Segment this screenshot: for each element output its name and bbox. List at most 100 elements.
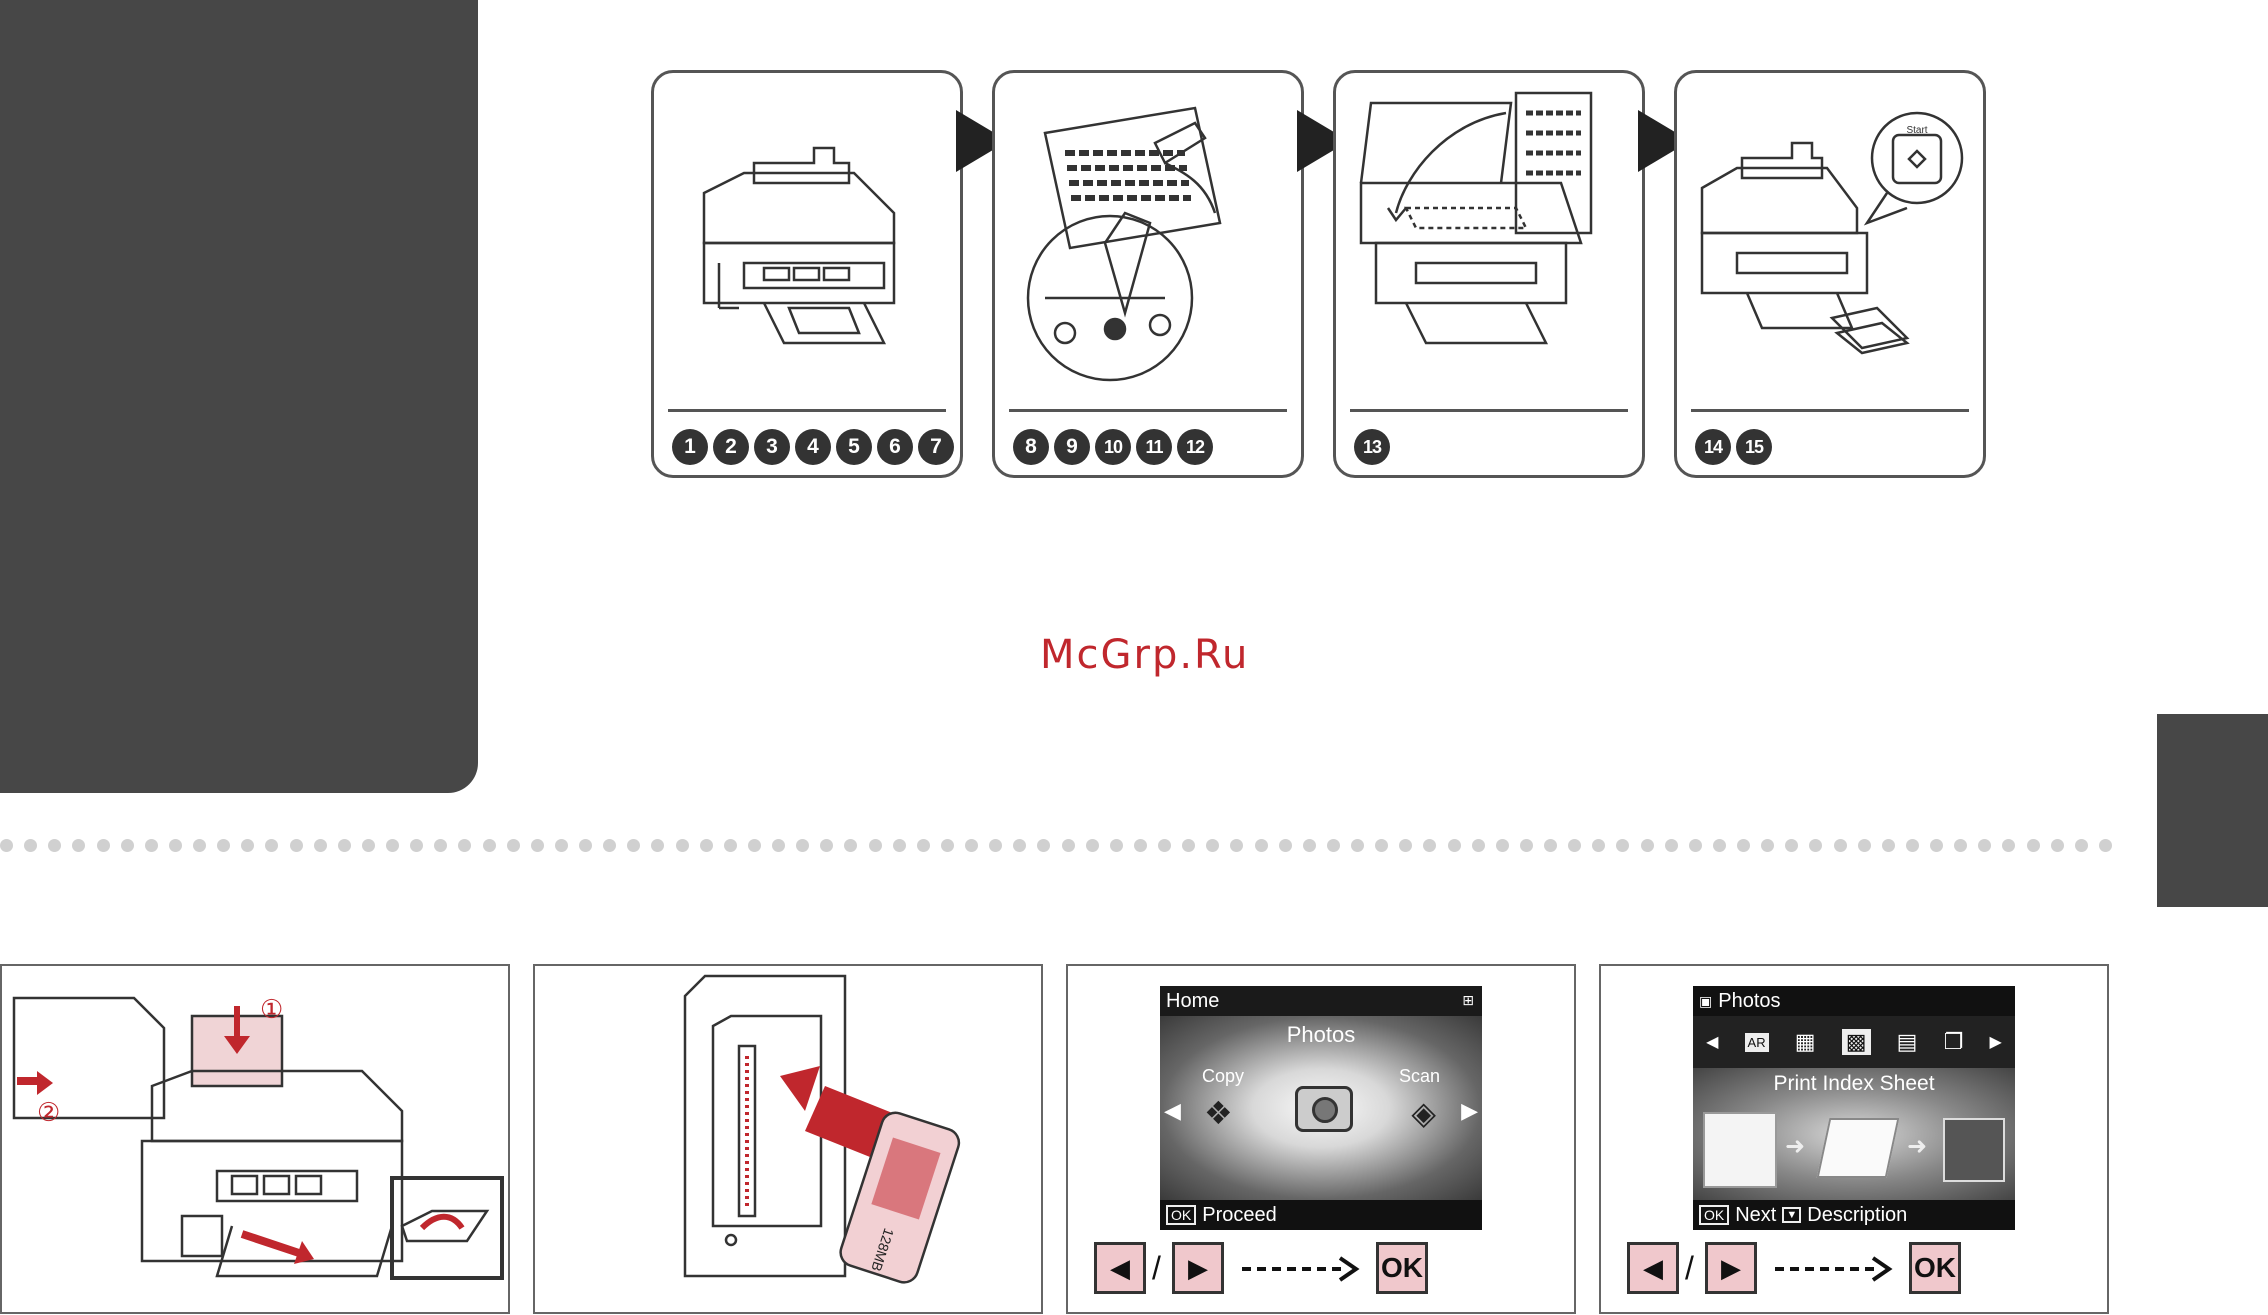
circled-1: ① — [260, 995, 283, 1025]
left-button[interactable]: ◀ — [1094, 1242, 1146, 1294]
divider-dot — [1013, 839, 1026, 852]
divider-dot — [169, 839, 182, 852]
divider-dot — [72, 839, 85, 852]
scan-icon: ◈ — [1411, 1094, 1436, 1132]
divider-dot — [2099, 839, 2112, 852]
step-card-print: Start 14 15 — [1674, 70, 1986, 478]
divider-dot — [724, 839, 737, 852]
right-button[interactable]: ▶ — [1705, 1242, 1757, 1294]
step-numbers-3: 13 — [1354, 429, 1390, 465]
divider-dot — [507, 839, 520, 852]
lcd-header: Home — [1166, 990, 1219, 1013]
divider-dot — [1520, 839, 1533, 852]
mode-ar-label[interactable]: AR — [1745, 1033, 1769, 1052]
divider-dot — [603, 839, 616, 852]
divider-dot — [1689, 839, 1702, 852]
printer-illustration — [664, 83, 952, 403]
ok-badge: OK — [1699, 1205, 1729, 1225]
divider-dot — [241, 839, 254, 852]
printer-start-illustration: Start — [1687, 83, 1975, 403]
divider-dot — [1665, 839, 1678, 852]
divider-dot — [555, 839, 568, 852]
divider-dot — [1834, 839, 1847, 852]
start-label: Start — [1906, 125, 1927, 136]
scroll-left-icon[interactable]: ◀ — [1706, 1032, 1718, 1052]
divider-dot — [1496, 839, 1509, 852]
divider-dot — [265, 839, 278, 852]
mode-grid-icon[interactable]: ▤ — [1897, 1029, 1918, 1055]
circled-2: ② — [37, 1098, 60, 1128]
divider-dot — [1134, 839, 1147, 852]
divider-dot — [217, 839, 230, 852]
divider-dot — [1351, 839, 1364, 852]
step-num: 2 — [713, 429, 749, 465]
step-num: 7 — [918, 429, 954, 465]
camera-icon — [1295, 1086, 1353, 1132]
slash-separator: / — [1685, 1250, 1694, 1287]
watermark: McGrp.Ru — [1040, 632, 1249, 678]
scroll-right-icon[interactable]: ▶ — [1990, 1032, 2002, 1052]
menu-item-copy[interactable]: Copy — [1202, 1066, 1244, 1087]
scroll-right-icon[interactable]: ▶ — [1461, 1098, 1478, 1124]
menu-item-scan[interactable]: Scan — [1399, 1066, 1440, 1087]
step-num: 9 — [1054, 429, 1090, 465]
copy-icon: ❖ — [1204, 1094, 1233, 1132]
divider-dot — [1592, 839, 1605, 852]
mode-index-icon[interactable]: ▩ — [1842, 1029, 1871, 1055]
ok-button[interactable]: OK — [1909, 1242, 1961, 1294]
mode-layout-icon[interactable]: ▦ — [1795, 1029, 1816, 1055]
description-label: Description — [1807, 1204, 1907, 1227]
divider-dot — [1737, 839, 1750, 852]
divider-dot — [410, 839, 423, 852]
divider-dot — [748, 839, 761, 852]
divider-dot — [0, 839, 13, 852]
lcd-header: Photos — [1718, 990, 1780, 1013]
step-num: 15 — [1736, 429, 1772, 465]
divider-dot — [1785, 839, 1798, 852]
panel-print-index: ▣ Photos ◀ AR ▦ ▩ ▤ ❐ ▶ Print Index Shee… — [1599, 964, 2109, 1314]
step-num: 3 — [754, 429, 790, 465]
divider-dot — [1568, 839, 1581, 852]
network-icon: ⊞ — [1462, 992, 1474, 1009]
divider-dot — [1641, 839, 1654, 852]
divider-dot — [2051, 839, 2064, 852]
ok-button[interactable]: OK — [1376, 1242, 1428, 1294]
mode-stack-icon[interactable]: ❐ — [1944, 1029, 1964, 1055]
step-numbers-1: 1 2 3 4 5 6 7 — [672, 429, 954, 465]
step-num: 6 — [877, 429, 913, 465]
divider-dot — [1279, 839, 1292, 852]
menu-title-photos: Photos — [1160, 1022, 1482, 1048]
mode-strip: ◀ AR ▦ ▩ ▤ ❐ ▶ — [1693, 1016, 2015, 1068]
divider-dot — [1761, 839, 1774, 852]
dotted-divider — [0, 837, 2112, 853]
photos-icon: ▣ — [1699, 993, 1712, 1010]
divider-dot — [1062, 839, 1075, 852]
divider-dot — [531, 839, 544, 852]
section-tab — [2157, 714, 2268, 907]
panel-load-paper: ① ② — [0, 964, 510, 1314]
divider-dot — [1448, 839, 1461, 852]
divider-dot — [1544, 839, 1557, 852]
scroll-left-icon[interactable]: ◀ — [1164, 1098, 1181, 1124]
divider-dot — [1303, 839, 1316, 852]
lcd-screen-home: Home ⊞ Photos Copy Scan ❖ ◈ ◀ ▶ OK Proce… — [1160, 986, 1482, 1230]
index-sheet-marking-illustration — [1005, 83, 1293, 403]
divider-dot — [627, 839, 640, 852]
lcd-footer: Proceed — [1202, 1204, 1277, 1227]
step-num: 14 — [1695, 429, 1731, 465]
divider-dot — [989, 839, 1002, 852]
down-button-icon: ▼ — [1782, 1207, 1801, 1223]
step-num: 12 — [1177, 429, 1213, 465]
left-button[interactable]: ◀ — [1627, 1242, 1679, 1294]
divider-dot — [700, 839, 713, 852]
next-label: Next — [1735, 1204, 1776, 1227]
divider-dot — [1255, 839, 1268, 852]
step-card-scan-sheet: 13 — [1333, 70, 1645, 478]
step-num: 1 — [672, 429, 708, 465]
divider-dot — [193, 839, 206, 852]
divider-dot — [24, 839, 37, 852]
right-button[interactable]: ▶ — [1172, 1242, 1224, 1294]
divider-dot — [820, 839, 833, 852]
divider-dot — [1858, 839, 1871, 852]
divider-dot — [2075, 839, 2088, 852]
